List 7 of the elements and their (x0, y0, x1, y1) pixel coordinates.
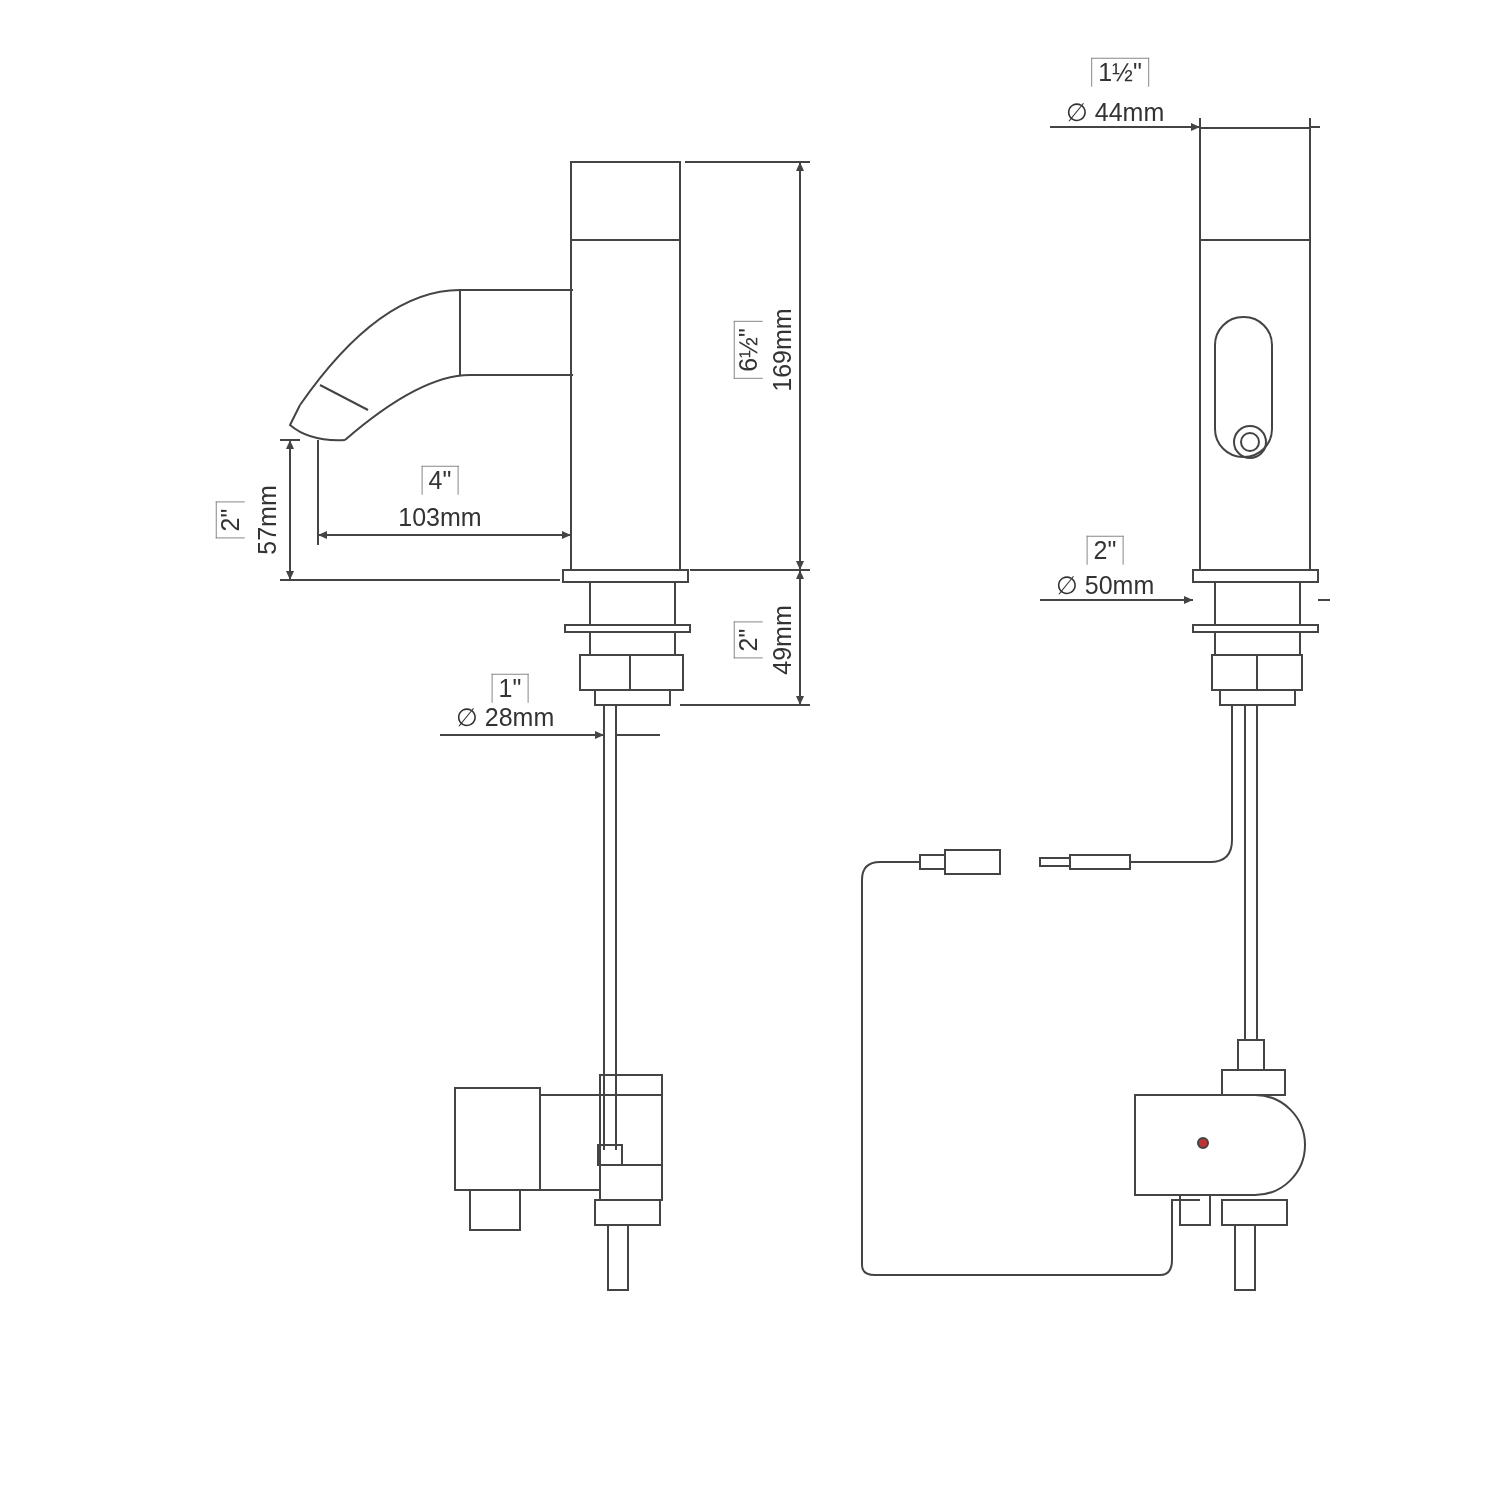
dimension-label: ∅ 50mm (1055, 572, 1155, 600)
dimension-label: ∅ 44mm (1065, 99, 1165, 127)
dimension-label: 103mm (398, 504, 482, 532)
dimension-label: 57mm (254, 485, 282, 555)
dimension-label: ∅ 28mm (455, 704, 555, 732)
dimension-label: 49mm (769, 605, 797, 675)
dimension-label: 169mm (769, 308, 797, 392)
